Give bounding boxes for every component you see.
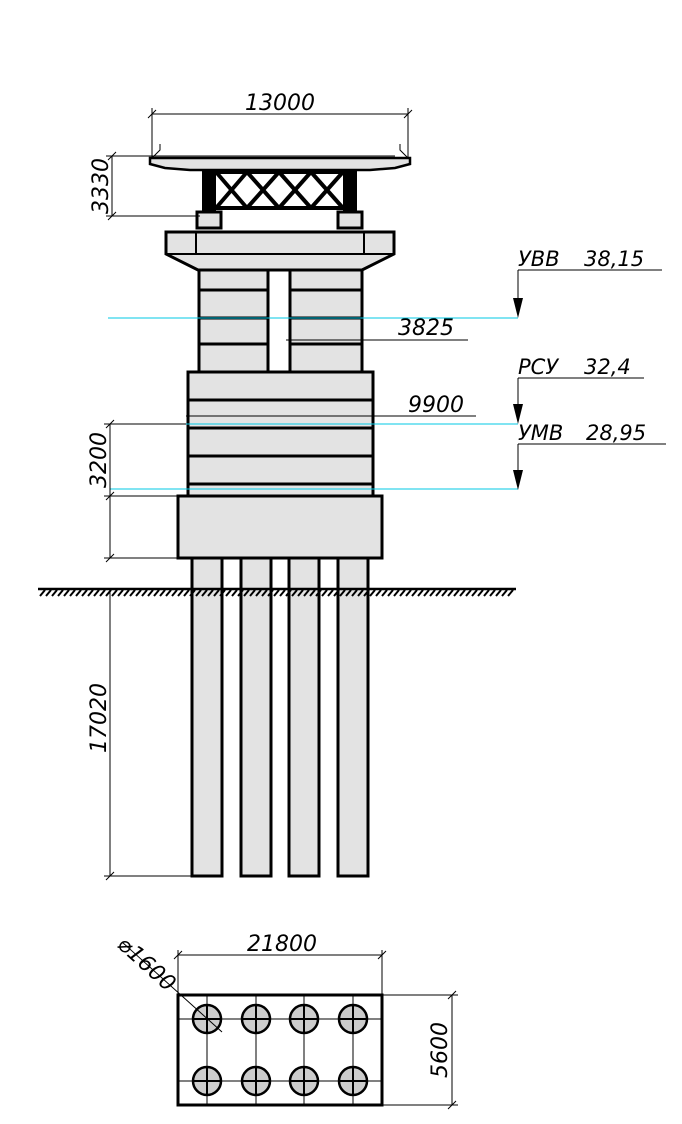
- dim-pier-width: 9900: [186, 393, 476, 418]
- dim-label-pile-cap-length: 21800: [247, 932, 317, 957]
- pier-shaft: [186, 370, 375, 498]
- left-bearing: [195, 210, 223, 230]
- dim-label-deck-width: 13000: [245, 91, 315, 116]
- level-marker-umv: УМВ 28,95: [513, 421, 666, 490]
- dim-pile-cap-length: 21800: [173, 932, 387, 995]
- dim-pile-length: 17020: [87, 589, 192, 881]
- level-name-rsu: РСУ: [518, 355, 559, 379]
- level-name-uvv: УВВ: [518, 247, 560, 271]
- level-value-rsu: 32,4: [584, 355, 631, 379]
- twin-columns: [197, 268, 364, 374]
- level-value-uvv: 38,15: [584, 247, 644, 271]
- pier-cap: [164, 230, 396, 272]
- pile: [190, 556, 224, 878]
- dim-label-column-gap: 3825: [398, 316, 454, 341]
- dim-label-pile-diameter: ⌀1600: [112, 932, 180, 997]
- dim-label-shaft-height: 3200: [87, 432, 112, 488]
- left-column: [197, 268, 270, 374]
- right-column: [288, 268, 364, 374]
- deck-slab: [148, 156, 412, 172]
- dim-label-superstructure-height: 3330: [89, 158, 114, 214]
- dim-pile-cap-width: 5600: [382, 990, 458, 1110]
- level-marker-rsu: РСУ 32,4: [513, 355, 644, 424]
- superstructure: [148, 132, 412, 230]
- pile: [287, 556, 321, 878]
- dim-pile-diameter: ⌀1600: [112, 932, 223, 1033]
- pile-cap-plan: 21800 ⌀1600 5600: [112, 932, 458, 1110]
- dim-deck-width: 13000: [147, 91, 413, 132]
- dim-label-pier-width: 9900: [408, 393, 464, 418]
- dim-pile-cap-height: [104, 496, 178, 563]
- level-marker-uvv: УВВ 38,15: [513, 247, 662, 318]
- right-bearing: [336, 210, 364, 230]
- dim-label-pile-cap-width: 5600: [428, 1022, 453, 1078]
- dim-superstructure-height: 3330: [89, 151, 200, 221]
- left-railing: [151, 132, 161, 159]
- piles-elevation: [190, 556, 370, 878]
- right-railing: [399, 132, 409, 159]
- pile: [239, 556, 273, 878]
- level-value-umv: 28,95: [586, 421, 646, 445]
- left-girder: [202, 170, 216, 212]
- right-girder: [343, 170, 357, 212]
- dim-column-gap: 3825: [286, 316, 468, 341]
- cross-bracing: [214, 170, 345, 210]
- ground-line: [38, 587, 516, 597]
- pile: [336, 556, 370, 878]
- level-name-umv: УМВ: [518, 421, 563, 445]
- dim-shaft-height: 3200: [87, 419, 186, 501]
- dim-label-pile-length: 17020: [87, 683, 112, 753]
- pile-cap: [176, 494, 384, 560]
